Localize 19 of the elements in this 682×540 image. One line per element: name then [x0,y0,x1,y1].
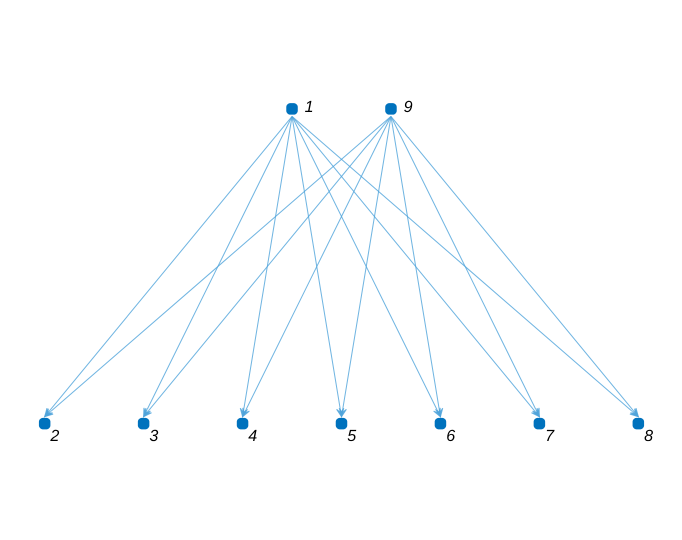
node-circle [384,103,396,115]
node-label: 8 [644,427,653,446]
node-circle [286,103,298,115]
node-circle [137,418,149,430]
node-label: 7 [544,427,554,446]
node-circle [434,418,446,430]
node-circle [38,418,50,430]
node-circle [632,418,644,430]
node-circle [533,418,545,430]
node-label: 1 [304,98,314,116]
node-label: 9 [403,98,412,116]
node-label: 3 [148,427,158,446]
node-label: 2 [50,427,59,446]
node-label: 5 [346,427,356,446]
node-circle [236,418,248,430]
node-label: 4 [248,427,257,446]
node-circle [335,418,347,430]
node-label: 6 [446,427,455,446]
arrow [338,116,391,418]
